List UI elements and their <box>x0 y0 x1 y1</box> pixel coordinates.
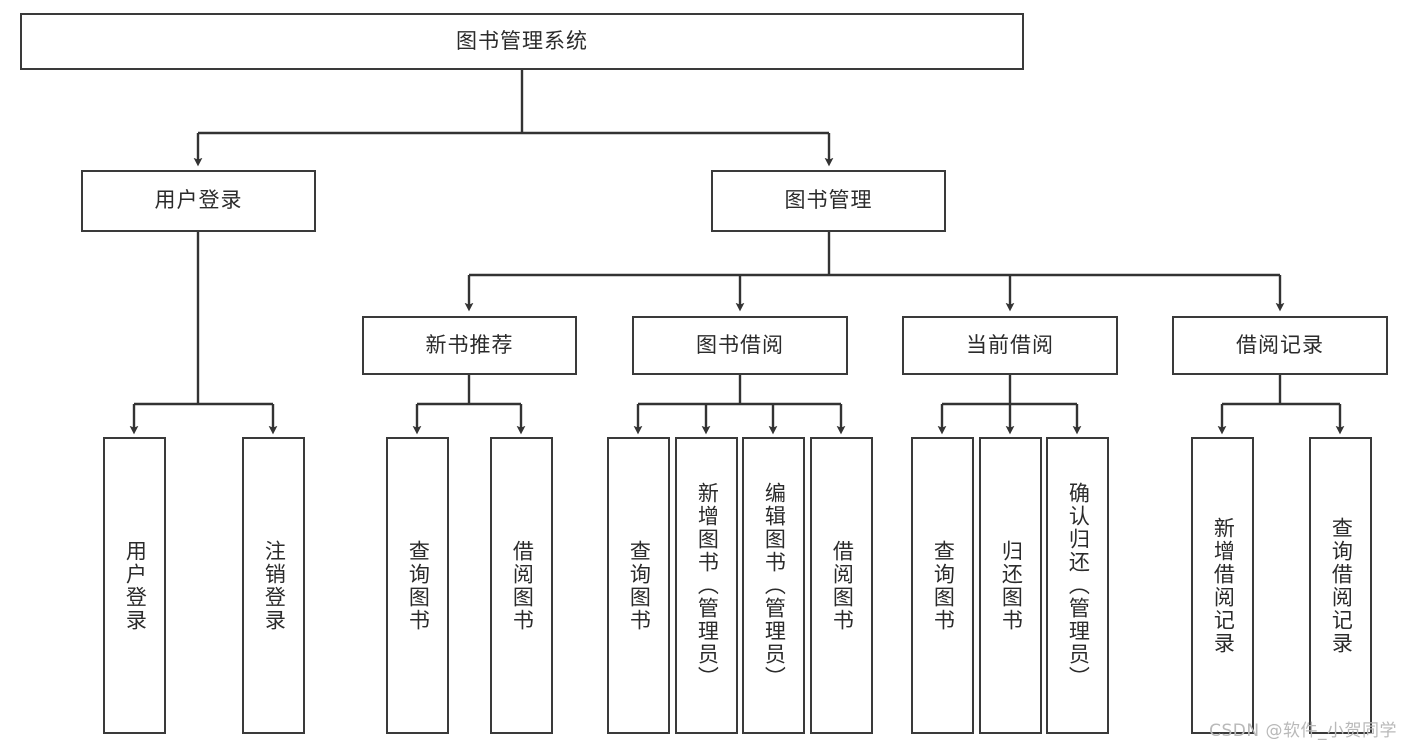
node-label: 借阅记录 <box>1236 332 1324 357</box>
node-user-login[interactable]: 用户登录 <box>81 170 316 232</box>
node-leaf-query-book[interactable]: 查询图书 <box>607 437 670 734</box>
watermark-text: CSDN @软件_小贺同学 <box>1209 721 1397 741</box>
node-label: 新增图书（管理员） <box>695 482 720 689</box>
node-current-borrow[interactable]: 当前借阅 <box>902 316 1118 375</box>
node-label: 归还图书 <box>999 539 1024 632</box>
node-label: 查询图书 <box>627 539 652 632</box>
node-leaf-borrow-book[interactable]: 借阅图书 <box>810 437 873 734</box>
node-leaf-logout[interactable]: 注销登录 <box>242 437 305 734</box>
node-leaf-add-borrow-record[interactable]: 新增借阅记录 <box>1191 437 1254 734</box>
node-label: 用户登录 <box>154 188 243 213</box>
node-leaf-query-book-current[interactable]: 查询图书 <box>911 437 974 734</box>
node-leaf-user-login[interactable]: 用户登录 <box>103 437 166 734</box>
node-label: 借阅图书 <box>830 539 855 632</box>
node-label: 查询图书 <box>406 539 431 632</box>
node-label: 当前借阅 <box>966 332 1054 357</box>
node-leaf-edit-book-admin[interactable]: 编辑图书（管理员） <box>742 437 805 734</box>
node-leaf-query-borrow-record[interactable]: 查询借阅记录 <box>1309 437 1372 734</box>
node-leaf-return-book[interactable]: 归还图书 <box>979 437 1042 734</box>
node-leaf-add-book-admin[interactable]: 新增图书（管理员） <box>675 437 738 734</box>
node-book-management[interactable]: 图书管理 <box>711 170 946 232</box>
node-label: 用户登录 <box>123 539 148 632</box>
node-label: 查询借阅记录 <box>1329 516 1354 655</box>
node-leaf-query-book-newbook[interactable]: 查询图书 <box>386 437 449 734</box>
node-label: 图书管理 <box>784 188 873 213</box>
node-label: 新书推荐 <box>425 332 514 357</box>
node-label: 注销登录 <box>262 539 287 632</box>
node-borrow-record[interactable]: 借阅记录 <box>1172 316 1388 375</box>
node-label: 新增借阅记录 <box>1211 516 1236 655</box>
node-leaf-confirm-return-admin[interactable]: 确认归还（管理员） <box>1046 437 1109 734</box>
node-label: 编辑图书（管理员） <box>762 482 787 689</box>
node-book-borrow[interactable]: 图书借阅 <box>632 316 848 375</box>
node-label: 图书管理系统 <box>456 28 588 53</box>
node-leaf-borrow-book-newbook[interactable]: 借阅图书 <box>490 437 553 734</box>
node-label: 借阅图书 <box>510 539 535 632</box>
node-new-book-recommend[interactable]: 新书推荐 <box>362 316 577 375</box>
node-label: 确认归还（管理员） <box>1066 482 1091 689</box>
node-label: 图书借阅 <box>696 332 784 357</box>
node-root-system[interactable]: 图书管理系统 <box>20 13 1024 70</box>
node-label: 查询图书 <box>931 539 956 632</box>
